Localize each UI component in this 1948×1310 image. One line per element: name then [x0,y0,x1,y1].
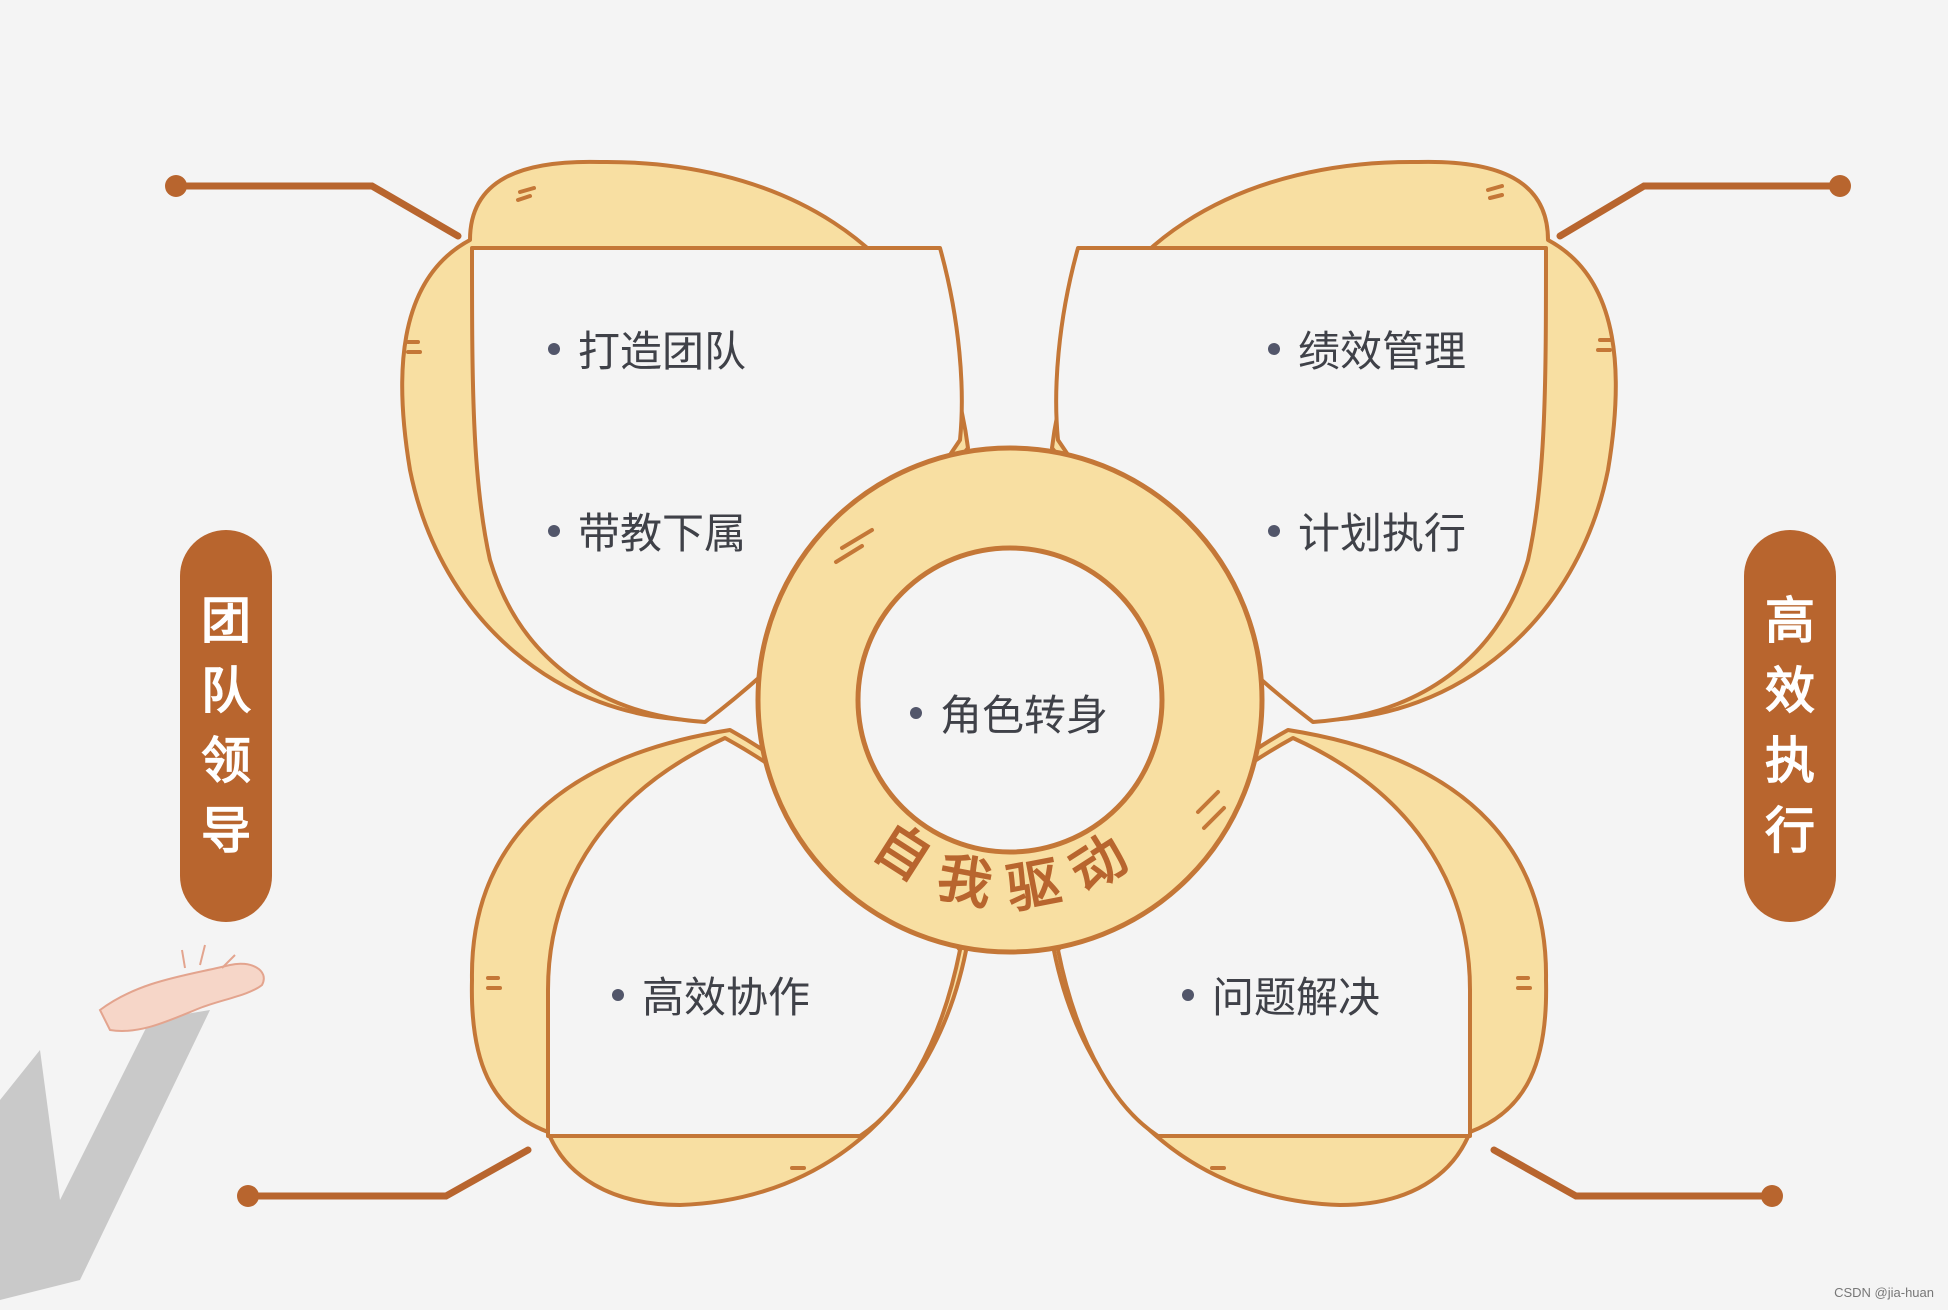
bullet-icon [910,706,922,719]
item-label: 高效协作 [642,973,811,1022]
list-item: 带教下属 [548,500,746,561]
panel-top-right [1054,246,1548,724]
bullet-icon [1182,988,1194,1001]
item-label: 带教下属 [578,509,747,558]
bullet-icon [1268,524,1280,537]
pill-char: 行 [1765,802,1815,860]
right-pill: 高效执行 [1744,530,1836,922]
list-item: 高效协作 [612,964,810,1025]
connector-lines [172,182,1844,1200]
pill-char: 导 [201,802,251,860]
hand-illustration [0,944,265,1300]
bullet-icon [548,342,560,355]
sketch-marks [406,184,1612,1170]
list-item: 问题解决 [1182,964,1380,1025]
connector-top-right [1556,182,1844,240]
panel-top-left [470,246,964,724]
connector-dot [1829,175,1851,197]
pill-char: 执 [1765,732,1815,790]
item-label: 绩效管理 [1298,327,1467,376]
center-item: 角色转身 [910,682,1108,743]
bullet-icon [1268,342,1280,355]
item-label: 打造团队 [578,327,747,376]
watermark: CSDN @jia-huan [1834,1285,1934,1300]
list-item: 打造团队 [548,318,746,379]
connector-bottom-right [1490,1146,1776,1200]
connector-bottom-left [244,1146,532,1200]
item-label: 计划执行 [1298,509,1467,558]
connector-dots [165,175,1851,1207]
bullet-icon [612,988,624,1001]
center-label: 角色转身 [940,691,1109,740]
connector-top-left [172,182,462,240]
pill-char: 队 [201,662,251,720]
item-label: 问题解决 [1212,973,1381,1022]
pill-char: 领 [201,732,251,790]
pill-char: 高 [1765,592,1815,650]
pill-char: 团 [201,592,251,650]
connector-dot [237,1185,259,1207]
ring-inner [855,545,1165,855]
connector-dot [1761,1185,1783,1207]
list-item: 绩效管理 [1268,318,1466,379]
pill-char: 效 [1765,662,1815,720]
bullet-icon [548,524,560,537]
connector-dot [165,175,187,197]
list-item: 计划执行 [1268,500,1466,561]
center-ring: 自我驱动 [406,184,1612,1170]
left-pill: 团队领导 [180,530,272,922]
